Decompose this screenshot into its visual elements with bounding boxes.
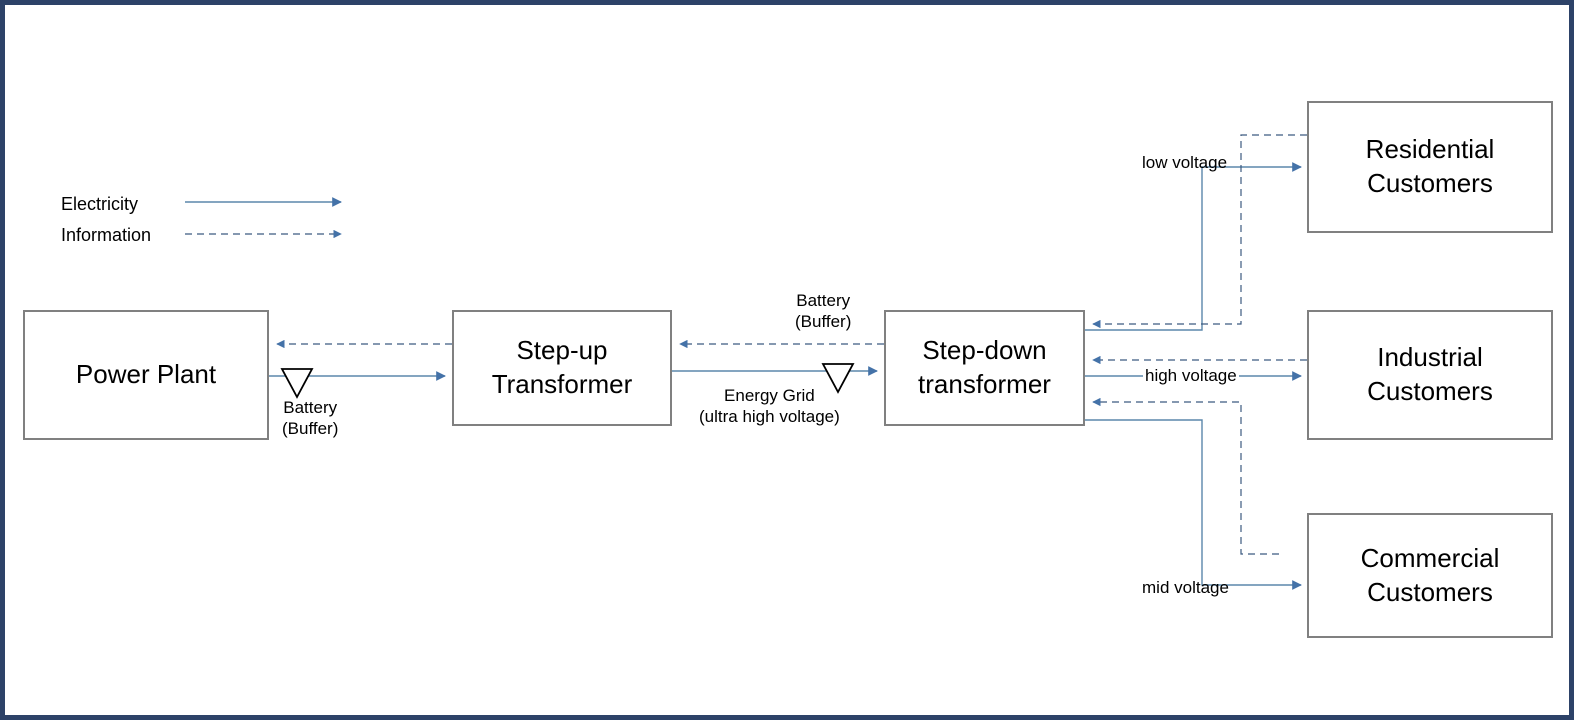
- node-step-down-transformer[interactable]: Step-down transformer: [884, 310, 1085, 426]
- legend-label-information: Information: [61, 225, 152, 245]
- node-power-plant[interactable]: Power Plant: [23, 310, 269, 440]
- edge-label-battery-buffer-grid: Battery (Buffer): [795, 290, 851, 333]
- edge-label-mid-voltage: mid voltage: [1142, 578, 1229, 597]
- node-industrial-line-1: Industrial: [1377, 342, 1483, 373]
- edge-commercial-to-stepdown-information: [1092, 397, 1279, 555]
- diagram-canvas: [185, 134, 1307, 590]
- battery-buffer-icon-grid: [821, 363, 855, 394]
- edge-label-energy-grid: Energy Grid (ultra high voltage): [699, 385, 840, 428]
- node-step-down-line-1: Step-down: [922, 335, 1047, 366]
- node-residential-customers[interactable]: Residential Customers: [1307, 101, 1553, 233]
- edge-label-high-voltage: high voltage: [1143, 365, 1239, 387]
- edge-label-battery-buffer-left-line-1: Battery: [283, 398, 338, 417]
- edge-label-battery-buffer-grid-line-2: (Buffer): [795, 312, 852, 332]
- node-commercial-line-1: Commercial: [1360, 542, 1500, 573]
- edge-label-low-voltage: low voltage: [1142, 153, 1228, 172]
- node-industrial-line-2: Customers: [1367, 376, 1493, 406]
- node-step-up-line-1: Step-up: [516, 335, 608, 366]
- node-power-plant-line-1: Power Plant: [75, 359, 217, 390]
- edge-label-battery-buffer-left: Battery (Buffer): [282, 397, 338, 440]
- legend-label-electricity: Electricity: [61, 194, 139, 214]
- node-residential-line-1: Residential: [1365, 134, 1495, 165]
- edge-stepdown-to-commercial-electricity: [1085, 419, 1302, 590]
- node-commercial-customers[interactable]: Commercial Customers: [1307, 513, 1553, 638]
- node-step-down-line-2: transformer: [918, 369, 1051, 399]
- node-commercial-line-2: Customers: [1367, 576, 1493, 607]
- node-step-up-line-2: Transformer: [491, 369, 633, 399]
- edge-residential-to-stepdown-information: [1092, 134, 1307, 329]
- edge-label-battery-buffer-grid-line-1: Battery: [796, 291, 851, 310]
- node-residential-line-2: Customers: [1367, 168, 1493, 198]
- edge-label-energy-grid-line-2: (ultra high voltage): [699, 407, 840, 427]
- edge-stepdown-to-residential-electricity: [1085, 162, 1302, 331]
- battery-buffer-icon-left: [280, 368, 314, 399]
- node-industrial-customers[interactable]: Industrial Customers: [1307, 310, 1553, 440]
- edge-label-energy-grid-line-1: Energy Grid: [724, 386, 815, 405]
- node-step-up-transformer[interactable]: Step-up Transformer: [452, 310, 672, 426]
- edge-label-battery-buffer-left-line-2: (Buffer): [282, 419, 339, 439]
